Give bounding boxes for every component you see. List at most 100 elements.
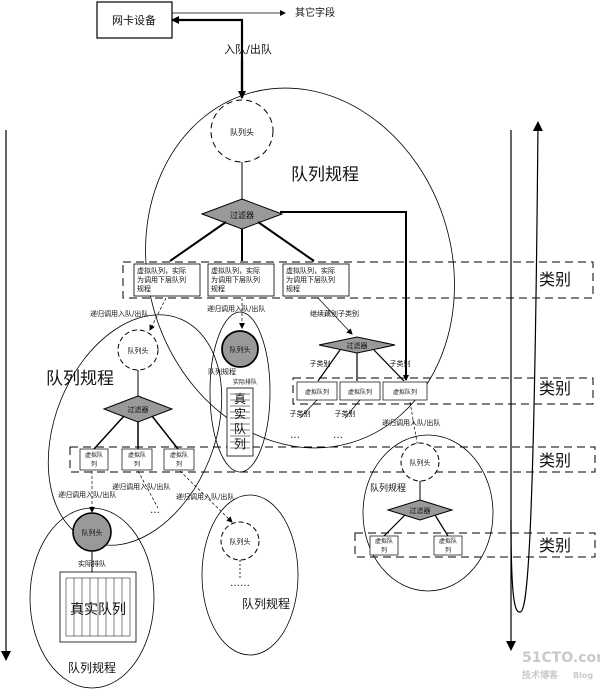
svg-text:子类别: 子类别: [290, 409, 311, 418]
category-label-2: 类别: [539, 379, 571, 398]
svg-text:虚拟队: 虚拟队: [128, 451, 146, 459]
svg-text:过滤器: 过滤器: [347, 341, 368, 350]
virtual-queue-box-2: 虚拟队列，实际 为调用下层队列 规程: [207, 263, 275, 297]
right-filter-diamond: [386, 499, 454, 521]
left-vq-box-3: 虚拟队 列: [163, 448, 195, 471]
svg-text:虚拟队列，实际: 虚拟队列，实际: [211, 266, 260, 275]
svg-text:技术博客: 技术博客: [522, 669, 559, 681]
svg-text:虚拟队: 虚拟队: [85, 451, 103, 459]
svg-text:虚拟队列，实际: 虚拟队列，实际: [286, 266, 335, 275]
bottom-middle-ellipsis: ……: [230, 578, 250, 589]
svg-text:子类别: 子类别: [335, 409, 356, 418]
real-queue-label: 真实队列: [70, 602, 126, 618]
svg-text:子类别: 子类别: [390, 359, 411, 368]
recursive-call-label-6: 递归调用入队/出队: [382, 418, 440, 427]
recursive-call-label-2: 递归调用入队/出队: [207, 304, 265, 313]
middle-queue-head: [221, 330, 259, 368]
svg-text:队: 队: [234, 421, 246, 436]
svg-text:为调用下层队列: 为调用下层队列: [137, 275, 186, 284]
left-ellipsis: …: [150, 505, 160, 516]
virtual-queue-box-3: 虚拟队列，实际 为调用下层队列 规程: [282, 263, 350, 297]
category-label-1: 类别: [539, 270, 571, 289]
svg-text:列: 列: [134, 460, 140, 468]
recursive-call-label-5: 递归调用入队/出队: [176, 492, 234, 501]
bottom-middle-queue-rule-label: 队列规程: [242, 596, 290, 611]
category-band-4: [354, 532, 596, 558]
category-band-1: [122, 261, 594, 299]
right-up-arrow: [510, 121, 543, 613]
recursive-call-label-4: 递归调用入队/出队: [112, 482, 170, 491]
svg-text:列: 列: [234, 437, 246, 451]
svg-text:…: …: [290, 430, 300, 441]
svg-text:51CTO.com: 51CTO.com: [522, 650, 600, 666]
svg-text:虚拟队: 虚拟队: [375, 537, 393, 545]
watermark-logo: 51CTO.com 技术博客 Blog: [522, 650, 600, 681]
right-queue-rule-label: 队列规程: [370, 482, 406, 494]
right-vq-box-1: 虚拟队 列: [369, 535, 399, 556]
root-filter-label: 过滤器: [230, 210, 254, 220]
middle-qdisc-ellipse: [209, 311, 271, 473]
nic-device-box: 网卡设备: [96, 1, 173, 39]
svg-text:虚拟队: 虚拟队: [170, 451, 188, 459]
svg-text:虚拟队: 虚拟队: [439, 537, 457, 545]
svg-text:为调用下层队列: 为调用下层队列: [286, 275, 335, 284]
root-queue-head: [210, 99, 274, 163]
svg-text:列: 列: [381, 546, 387, 554]
svg-text:队列头: 队列头: [410, 458, 431, 467]
svg-text:队列头: 队列头: [230, 345, 251, 354]
bottom-left-real-queue: 真实队列: [59, 571, 137, 643]
svg-text:列: 列: [445, 546, 451, 554]
right-vq-box-2: 虚拟队 列: [433, 535, 463, 556]
svg-text:规程: 规程: [211, 284, 225, 293]
recursive-call-label-3: 递归调用入队/出队: [58, 490, 116, 499]
svg-text:实: 实: [234, 406, 246, 421]
middle-queue-rule-label: 队列规程: [208, 367, 236, 376]
root-queue-rule-label: 队列规程: [291, 165, 359, 185]
svg-text:列: 列: [91, 460, 97, 468]
left-vq-box-2: 虚拟队 列: [121, 448, 153, 471]
svg-text:真: 真: [234, 392, 246, 406]
inherit-subclass-label: 继续藕别子类别: [310, 309, 359, 318]
category-label-3: 类别: [539, 451, 571, 470]
svg-text:实际排队: 实际排队: [233, 378, 257, 386]
svg-text:虚拟队列: 虚拟队列: [393, 388, 417, 396]
recursive-call-label-1: 递归调用入队/出队: [90, 309, 148, 318]
bottom-middle-qdisc-ellipse: [201, 494, 299, 656]
bottom-left-queue-rule-label: 队列规程: [68, 660, 116, 675]
svg-text:Blog: Blog: [573, 671, 593, 680]
right-queue-head: [400, 442, 440, 482]
svg-text:规程: 规程: [286, 284, 300, 293]
left-vq-box-1: 虚拟队 列: [79, 448, 109, 471]
svg-text:列: 列: [176, 460, 182, 468]
svg-text:队列头: 队列头: [82, 528, 103, 537]
svg-text:…: …: [333, 430, 343, 441]
subclass-vq-box-3: 虚拟队列: [382, 381, 428, 401]
svg-text:虚拟队列: 虚拟队列: [348, 388, 372, 396]
svg-text:队列头: 队列头: [230, 537, 251, 546]
category-band-2: [292, 377, 594, 405]
left-queue-rule-label: 队列规程: [46, 369, 114, 389]
svg-text:虚拟队列: 虚拟队列: [305, 388, 329, 396]
svg-text:过滤器: 过滤器: [410, 506, 431, 515]
category-label-4: 类别: [539, 536, 571, 555]
category-band-3: [69, 446, 596, 473]
bottom-middle-queue-head: [220, 521, 260, 561]
svg-text:子类别: 子类别: [310, 359, 331, 368]
svg-text:为调用下层队列: 为调用下层队列: [211, 275, 260, 284]
subclass-vq-box-2: 虚拟队列: [339, 381, 381, 401]
virtual-queue-box-1: 虚拟队列，实际 为调用下层队列 规程: [133, 263, 201, 297]
left-queue-head: [117, 329, 159, 371]
enqueue-dequeue-label: 入队/出队: [224, 42, 272, 56]
middle-real-queue: 真 实 队 列: [226, 387, 254, 457]
subclass-vq-box-1: 虚拟队列: [296, 381, 338, 401]
svg-text:规程: 规程: [137, 284, 151, 293]
root-qdisc-ellipse: [145, 87, 455, 449]
other-fields-label: 其它字段: [295, 6, 335, 19]
root-queue-head-label: 队列头: [230, 127, 254, 137]
svg-text:虚拟队列，实际: 虚拟队列，实际: [137, 266, 186, 275]
bottom-left-qdisc-ellipse: [29, 507, 155, 689]
nic-device-label: 网卡设备: [112, 13, 156, 27]
right-qdisc-ellipse: [362, 434, 494, 592]
svg-text:队列头: 队列头: [128, 346, 149, 355]
